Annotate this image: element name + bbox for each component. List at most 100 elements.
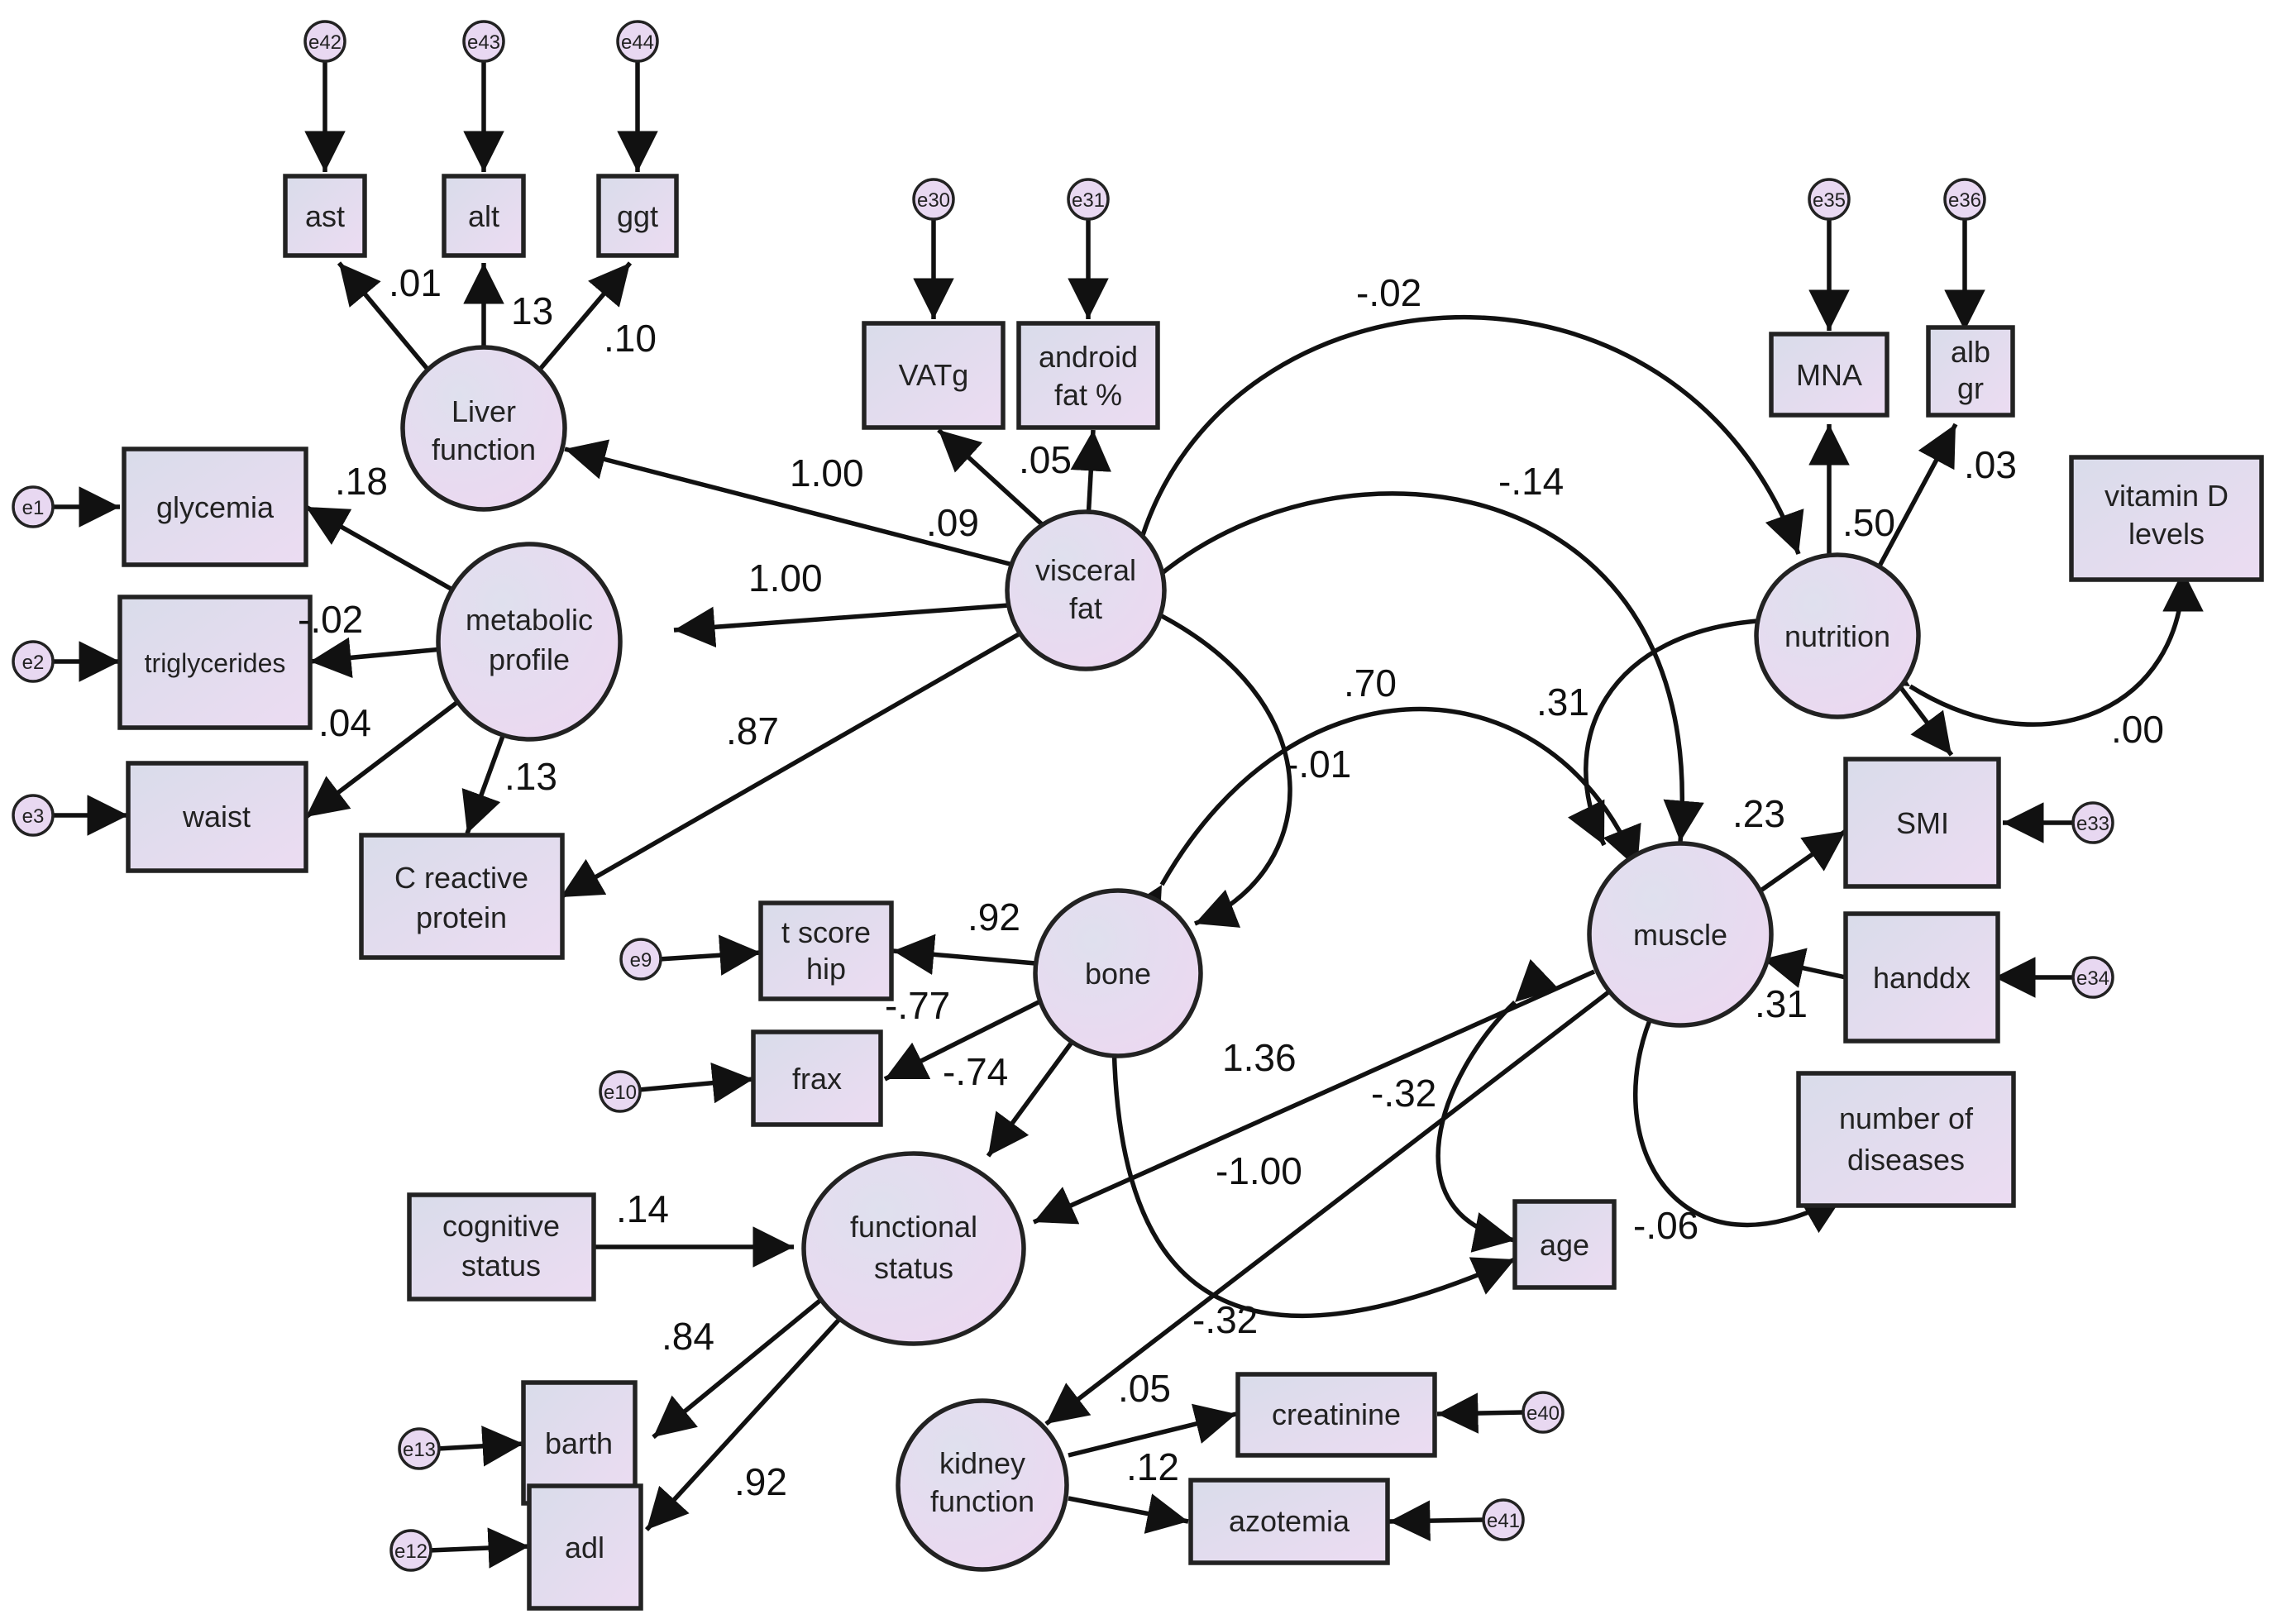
nutrition-label: nutrition [1784,619,1890,653]
creatinine-label: creatinine [1272,1397,1401,1431]
coef-vf-liver: 1.00 [790,451,864,494]
cognitive-status-box [407,1192,596,1302]
alt-label: alt [468,199,499,233]
handdx-label: handdx [1873,961,1971,995]
error-e43 [462,20,505,63]
error-e40-label: e40 [1526,1402,1560,1425]
path-muscle-kidney [1044,990,1610,1426]
path-vf-liver [564,439,1014,567]
coef-mna: .50 [1842,501,1895,544]
coef-bone-age: -1.00 [1216,1149,1302,1192]
error-e41 [1482,1498,1525,1541]
cov-bone-muscle [1123,706,1641,931]
error-e34-label: e34 [2076,967,2109,990]
coef-bone-muscle: .70 [1344,662,1397,705]
error-e10 [599,1070,642,1113]
coef-vitamin-d: .00 [2111,708,2164,751]
path-metabolic-waist [304,698,461,819]
path-metabolic-crp [461,728,508,834]
error-e30 [912,178,955,221]
cov-vf-nutrition [1108,314,1804,591]
path-liver-ast [337,261,432,374]
path-muscle-smi [1756,829,1847,896]
coef-vf-nutrition: -.02 [1356,271,1421,314]
path-e9-tscore [658,934,762,976]
error-e44 [616,20,659,63]
path-metabolic-triglycerides [309,637,443,679]
path-bone-frax [883,1000,1040,1082]
coef-nutrition-muscle: .31 [1536,681,1589,724]
vatg-label: VATg [899,358,969,392]
path-liver-ggt [535,261,633,374]
path-nutrition-smi [1891,676,1954,757]
coef-vf-muscle: -.14 [1498,460,1564,503]
coef-crp-metabolic: .13 [504,755,557,798]
functional-status-node [801,1151,1026,1346]
metabolic-profile-node [436,542,623,742]
nutrition-node [1754,552,1921,719]
path-metabolic-glycemia [304,504,454,592]
coef-vf-android: .05 [1019,438,1072,481]
alt-box [442,174,526,258]
mna-box [1769,332,1889,418]
triglycerides-label: triglycerides [145,648,286,678]
cov-vf-bone [1116,578,1292,928]
error-e33-label: e33 [2076,813,2109,835]
waist-box [126,761,308,873]
path-kidney-azotemia [1068,1493,1189,1534]
error-e36 [1943,178,1986,221]
muscle-node [1587,841,1774,1028]
age-label: age [1540,1228,1589,1262]
error-e30-label: e30 [917,189,950,212]
cov-nutrition-vitamind [1864,570,2204,727]
coef-vf-bone: -.01 [1286,743,1351,786]
coef-t-score-hip: .92 [967,896,1020,939]
coef-bone-functional: -.74 [943,1050,1008,1093]
adl-label: adl [565,1531,604,1564]
smi-label: SMI [1896,806,1949,840]
glycemia-label: glycemia [156,490,275,524]
error-e9 [619,938,662,981]
barth-box [521,1380,638,1506]
cov-nutrition-muscle [1567,597,1812,847]
coef-triglycerides: -.02 [298,598,363,641]
number-of-diseases-box [1796,1071,2016,1208]
frax-label: frax [792,1062,842,1096]
error-e42 [303,20,346,63]
error-terms: e42 e43 e44 e30 e31 e35 e36 e1 e2 e3 e9 … [12,20,2114,1572]
error-glycemia-label: e1 [22,497,45,519]
path-muscle-functional [1032,936,1641,1225]
coef-smi: .23 [1732,792,1785,835]
error-e9-label: e9 [630,949,652,972]
error-e35 [1808,178,1851,221]
coef-frax: -.77 [885,984,950,1027]
vatg-box [862,321,1006,430]
error-e12 [389,1529,432,1572]
t-score-hip-box [758,900,894,1001]
error-waist [12,794,55,837]
error-e44-label: e44 [621,31,654,54]
coef-barth: .84 [662,1315,714,1358]
error-e41-label: e41 [1487,1510,1520,1532]
ast-label: ast [305,199,345,233]
error-e13 [398,1427,441,1470]
vitamin-d-box [2069,455,2264,582]
coef-glycemia: .18 [335,460,388,503]
azotemia-label: azotemia [1229,1504,1350,1538]
path-functional-barth [652,1292,829,1440]
bone-node [1033,888,1203,1058]
error-triglycerides-label: e2 [22,652,45,674]
error-glycemia [12,485,55,528]
error-e34 [2071,956,2114,999]
path-e10-frax [620,1062,754,1104]
cov-vf-muscle [1115,491,1704,843]
coef-vf-vatg: .09 [926,501,979,544]
